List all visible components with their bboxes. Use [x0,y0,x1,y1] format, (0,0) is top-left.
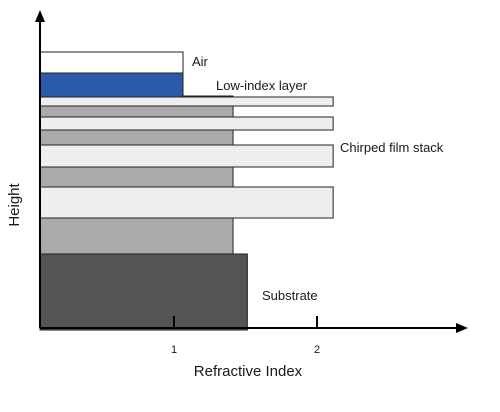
x-axis-arrow [456,323,468,333]
stack-layer-6-bar [39,116,334,131]
layer-bars [39,51,334,331]
annotation-low-index: Low-index layer [216,78,308,93]
y-axis-arrow [35,10,45,22]
stack-layer-1-bar [39,217,234,255]
stack-layer-3-bar [39,166,234,188]
stack-layer-7-bar [39,105,234,118]
air-bar [39,51,184,74]
x-axis-label: Refractive Index [194,363,303,380]
stack-layer-8-bar [39,96,334,107]
substrate-bar [39,253,248,331]
x-tick-label: 1 [171,344,177,356]
annotation-stack: Chirped film stack [340,140,444,155]
annotation-air: Air [192,54,209,69]
stack-layer-4-bar [39,144,334,168]
stack-layer-5-bar [39,129,234,146]
y-axis-label: Height [6,182,23,226]
annotation-substrate: Substrate [262,288,318,303]
x-tick-label: 2 [314,344,320,356]
stack-layer-2-bar [39,186,334,219]
low-index-layer-bar [39,72,184,98]
